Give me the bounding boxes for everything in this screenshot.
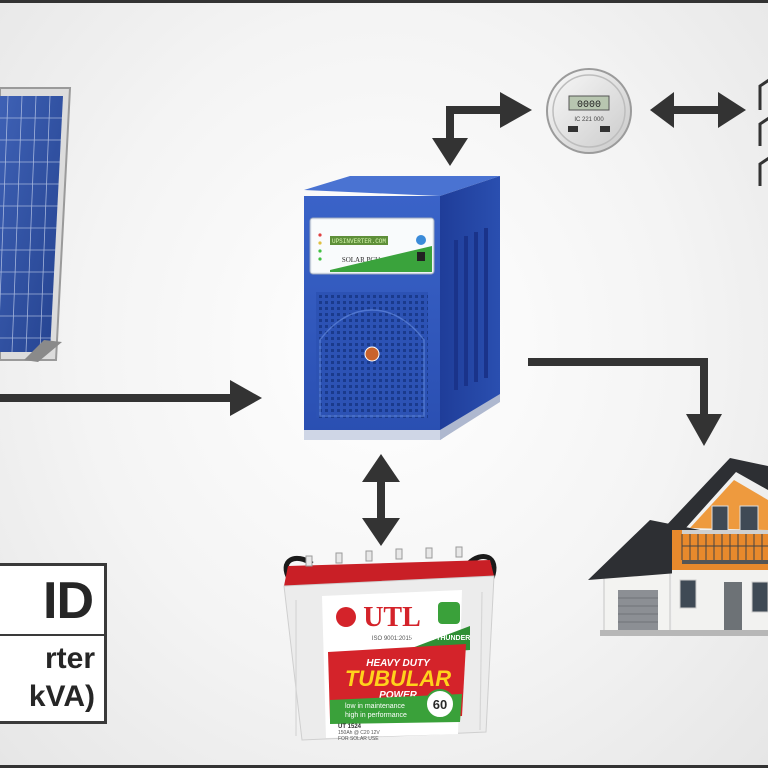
battery-spec2: FOR SOLAR USE bbox=[338, 736, 379, 742]
battery-seal bbox=[438, 602, 460, 624]
battery-line2: TUBULAR bbox=[345, 666, 451, 691]
battery-feature2: high in performance bbox=[345, 712, 407, 719]
arrow-pcu-battery bbox=[362, 454, 400, 546]
title-main: ID bbox=[43, 572, 94, 630]
top-border bbox=[0, 0, 768, 3]
meter-serial: IC 221 000 bbox=[574, 117, 604, 123]
battery-iso: ISO 9001:2015 bbox=[372, 636, 413, 642]
title-subtitle-line2: kVA) bbox=[28, 680, 95, 713]
pcu-brand: UPSINVERTER.COM bbox=[332, 238, 386, 245]
meter-display bbox=[568, 95, 610, 111]
pcu-fan-icon bbox=[416, 235, 426, 245]
warranty-badge bbox=[425, 689, 455, 719]
battery-brand: UTL bbox=[363, 602, 421, 633]
utl-logo-icon bbox=[336, 607, 356, 627]
battery-feature1: low in maintenance bbox=[345, 703, 405, 710]
title-box: ID rter kVA) bbox=[0, 563, 107, 724]
battery-line3: POWER bbox=[379, 690, 418, 701]
side-vents bbox=[454, 228, 488, 390]
arrow-pcu-to-house bbox=[528, 358, 722, 446]
arrow-meter-to-grid bbox=[650, 92, 746, 128]
arrow-panel-to-pcu bbox=[0, 380, 262, 416]
pcu-logo-icon bbox=[364, 346, 380, 362]
solar-panel-grid bbox=[0, 95, 62, 353]
pcu-model: SOLAR PCU bbox=[342, 256, 380, 264]
power-grid-icons bbox=[758, 78, 768, 186]
solar-pcu-inverter: UPSINVERTER.COM SOLAR PCU bbox=[304, 176, 500, 440]
battery-warranty: 60 bbox=[433, 697, 447, 712]
battery-line1: HEAVY DUTY bbox=[366, 658, 431, 669]
title-subtitle-line1: rter bbox=[44, 642, 95, 675]
pcu-lcd bbox=[330, 236, 388, 245]
title-divider bbox=[0, 634, 107, 636]
front-door bbox=[724, 582, 742, 634]
pcu-status-leds bbox=[318, 233, 322, 261]
battery-spec1: 150Ah @ C20 12V bbox=[338, 730, 380, 736]
arrow-pcu-to-meter bbox=[432, 92, 532, 166]
pcu-power-switch bbox=[417, 252, 425, 261]
solar-panel bbox=[0, 87, 72, 362]
battery-model: UT 1524 bbox=[338, 724, 362, 730]
garage-door bbox=[618, 590, 658, 634]
house bbox=[588, 458, 768, 636]
battery-terminals bbox=[305, 546, 463, 567]
meter-reading: 0000 bbox=[577, 100, 601, 111]
utl-battery: UTL ISO 9001:2015 SOLAR THUNDER HEAVY DU… bbox=[283, 546, 497, 742]
electricity-meter: 0000 IC 221 000 bbox=[546, 68, 632, 154]
battery-badge: SOLAR THUNDER bbox=[410, 635, 471, 642]
bottom-border bbox=[0, 765, 768, 768]
